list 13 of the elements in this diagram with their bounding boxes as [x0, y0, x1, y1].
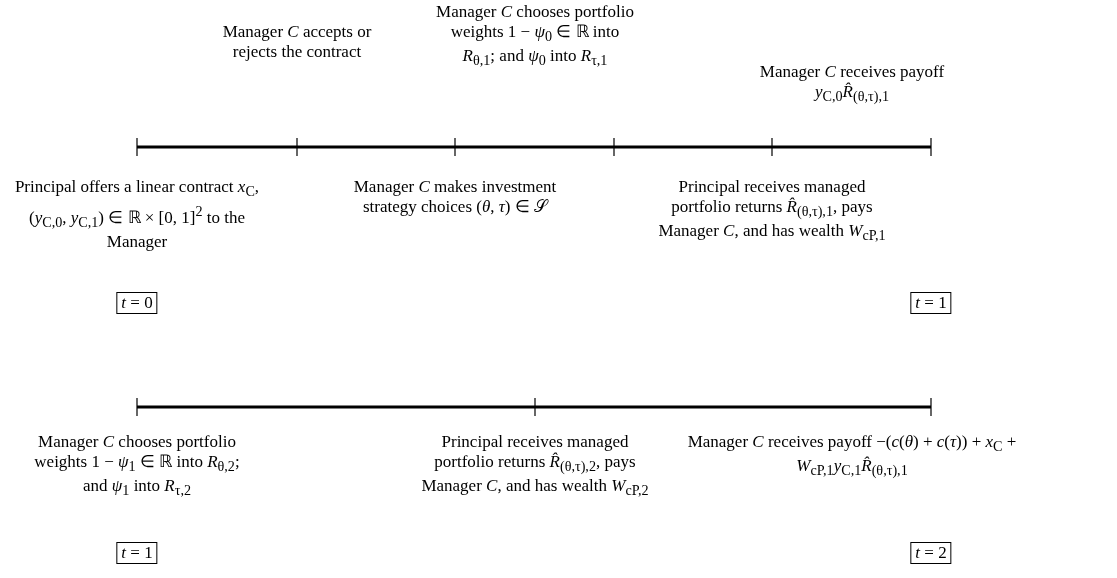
event-description: Manager C receives payoff −(c(θ) + c(τ)) + x$_{C}$ + W$_{cP,1}$y$_{C,1}$R̂$_{(θ,τ),1}$ — [687, 432, 1017, 481]
time-marker-box: t = 1 — [910, 292, 952, 314]
event-description: Manager C chooses portfolio weights 1 − ψ$_{0}$ ∈ ℝ into R$_{θ,1}$; and ψ$_{0}$ into R$_{τ,1}$ — [435, 2, 635, 71]
event-description: Manager C makes investment strategy choices (θ, τ) ∈ 𝒮 — [352, 177, 558, 217]
event-description: Manager C receives payoff y$_{C,0}$R̂$_{(θ,τ),1}$ — [758, 62, 946, 107]
time-marker-box: t = 0 — [116, 292, 158, 314]
event-description: Manager C accepts or rejects the contract — [221, 22, 373, 62]
event-description: Principal receives managed portfolio returns R̂$_{(θ,τ),1}$, pays Manager C, and has wealth W$_{cP,1}$ — [657, 177, 887, 246]
event-description: Principal offers a linear contract x$_{C}$, (y$_{C,0}$, y$_{C,1}$) ∈ ℝ × [0, 1]$^{2}$ to the Manager — [13, 177, 261, 253]
event-description: Manager C chooses portfolio weights 1 − ψ$_{1}$ ∈ ℝ into R$_{θ,2}$; and ψ$_{1}$ into R$_{τ,2}$ — [33, 432, 241, 501]
time-marker-box: t = 2 — [910, 542, 952, 564]
event-description: Principal receives managed portfolio returns R̂$_{(θ,τ),2}$, pays Manager C, and has wealth W$_{cP,2}$ — [420, 432, 650, 501]
time-marker-box: t = 1 — [116, 542, 158, 564]
